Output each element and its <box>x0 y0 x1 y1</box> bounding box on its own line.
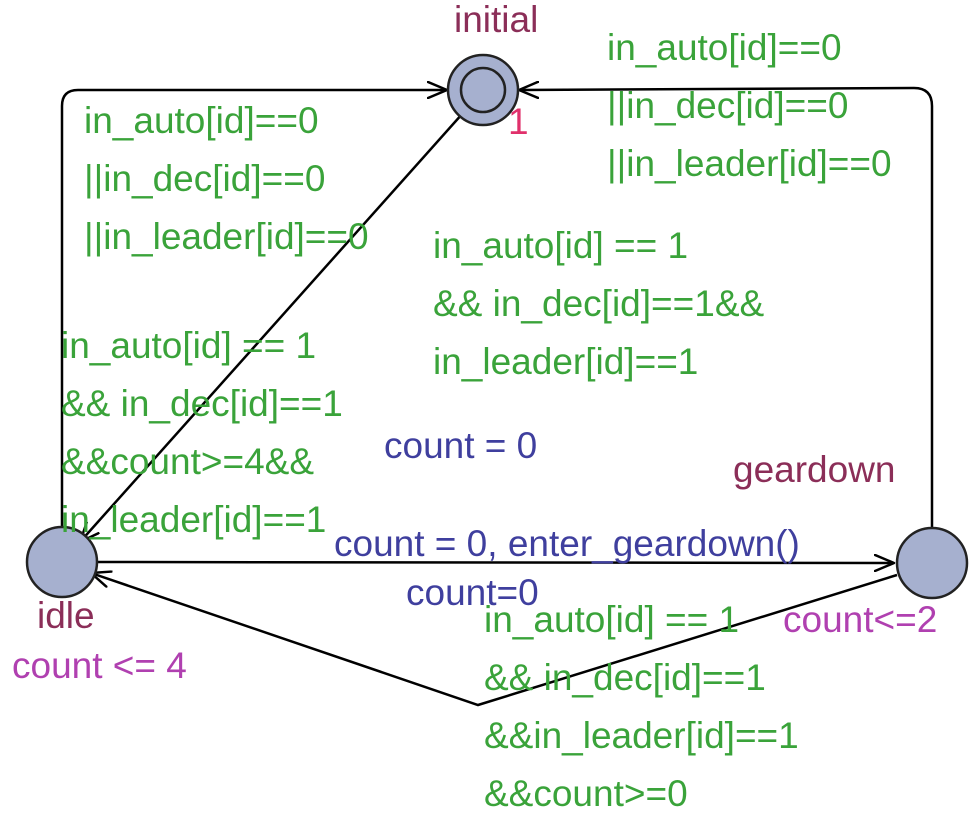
edge-idle-to-initial-guard: in_auto[id]==0 ||in_dec[id]==0 ||in_lead… <box>84 100 369 257</box>
guard-line: in_auto[id]==0 <box>607 27 842 68</box>
guard-line: in_auto[id] == 1 <box>61 325 316 366</box>
state-geardown-name: geardown <box>733 449 896 490</box>
edge-initial-to-idle-update: count = 0 <box>384 425 537 466</box>
guard-line: &&count>=0 <box>484 773 688 814</box>
state-initial-inner-ring <box>459 66 507 114</box>
edge-geardown-to-initial-guard: in_auto[id]==0 ||in_dec[id]==0 ||in_lead… <box>607 27 892 184</box>
edge-geardown-to-idle-update: count=0 <box>406 572 539 613</box>
edge-geardown-to-initial[interactable] <box>519 88 934 528</box>
state-initial-name: initial <box>454 0 538 40</box>
edge-idle-to-geardown-update: count = 0, enter_geardown() <box>334 523 800 564</box>
guard-line: ||in_leader[id]==0 <box>84 216 369 257</box>
edge-geardown-to-idle[interactable] <box>91 573 898 707</box>
guard-line: && in_dec[id]==1 <box>61 383 343 424</box>
state-geardown[interactable] <box>895 526 969 600</box>
state-geardown-circle <box>895 526 969 600</box>
guard-line: && in_dec[id]==1 <box>484 657 766 698</box>
guard-line: && in_dec[id]==1&& <box>433 283 764 324</box>
guard-line: ||in_dec[id]==0 <box>84 158 325 199</box>
edge-initial-to-idle-guard: in_auto[id] == 1 && in_dec[id]==1&& in_l… <box>433 225 764 382</box>
state-initial-priority: 1 <box>508 101 529 142</box>
state-idle[interactable] <box>25 525 99 599</box>
guard-line: &&count>=4&& <box>61 441 314 482</box>
guard-line: in_auto[id] == 1 <box>484 599 739 640</box>
state-geardown-invariant: count<=2 <box>783 599 937 640</box>
state-idle-name: idle <box>37 595 95 636</box>
state-idle-invariant: count <= 4 <box>12 645 187 686</box>
guard-line: in_auto[id] == 1 <box>433 225 688 266</box>
guard-line: ||in_dec[id]==0 <box>607 85 848 126</box>
guard-line: in_leader[id]==1 <box>433 341 698 382</box>
edge-geardown-to-idle-guard: in_auto[id] == 1 && in_dec[id]==1 &&in_l… <box>484 599 799 814</box>
edge-initial-to-idle[interactable] <box>80 112 464 542</box>
state-idle-circle <box>25 525 99 599</box>
edge-idle-to-initial[interactable] <box>60 90 447 538</box>
guard-line: ||in_leader[id]==0 <box>607 143 892 184</box>
state-initial[interactable] <box>446 53 520 127</box>
edge-idle-to-geardown[interactable] <box>95 562 894 563</box>
guard-line: in_leader[id]==1 <box>61 499 326 540</box>
state-initial-circle <box>446 53 520 127</box>
guard-line: in_auto[id]==0 <box>84 100 319 141</box>
edge-idle-to-geardown-guard: in_auto[id] == 1 && in_dec[id]==1 &&coun… <box>61 325 343 540</box>
guard-line: &&in_leader[id]==1 <box>484 715 799 756</box>
